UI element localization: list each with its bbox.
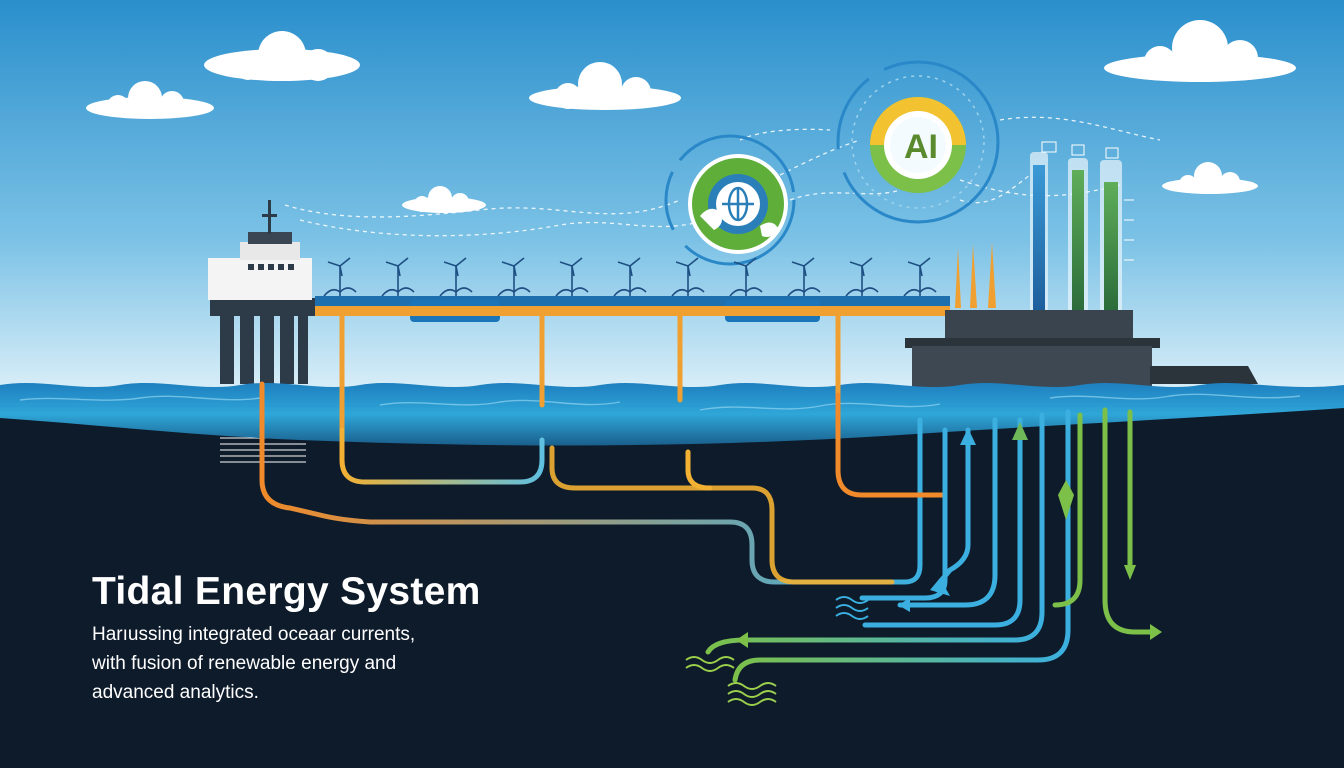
turbine-icon (555, 257, 589, 297)
sea-surface (0, 382, 1344, 446)
current-wave-icon (835, 596, 869, 620)
turbine-icon (729, 257, 763, 297)
underwater-pipes (259, 381, 1158, 683)
subtitle-line: advanced analytics. (92, 682, 259, 703)
cloud (1162, 162, 1258, 194)
flow-arrows (736, 422, 1162, 648)
subtitle-line: with fusion of renewable energy and (92, 653, 397, 674)
turbine-icon (439, 257, 473, 297)
page-title: Tidal Energy System (92, 570, 481, 613)
turbines (323, 257, 937, 297)
subtitle-line: Harıussing integrated oceaar currents, (92, 624, 416, 645)
turbine-icon (381, 257, 415, 297)
globe-icon (664, 134, 796, 266)
turbine-icon (671, 257, 705, 297)
vertical-pipes (339, 313, 841, 433)
cloud (204, 31, 360, 81)
turbine-icon (497, 257, 531, 297)
power-station (905, 141, 1258, 390)
ai-badge-label: AI (904, 128, 938, 166)
clouds (86, 20, 1296, 213)
page-subtitle: Harıussing integrated oceaar currents, w… (92, 620, 522, 707)
turbine-icon (787, 257, 821, 297)
wave-highlights (19, 393, 1301, 411)
cloud (1104, 20, 1296, 82)
turbine-icon (323, 257, 357, 297)
turbine-icon (613, 257, 647, 297)
cloud (86, 81, 214, 119)
cloud (529, 62, 681, 110)
turbine-array (315, 257, 950, 322)
turbine-icon (903, 257, 937, 297)
turbine-icon (845, 257, 879, 297)
current-wave-icon (727, 682, 777, 706)
cloud (402, 186, 486, 213)
current-wave-icon (685, 656, 735, 672)
ai-badge-icon (836, 60, 1000, 224)
